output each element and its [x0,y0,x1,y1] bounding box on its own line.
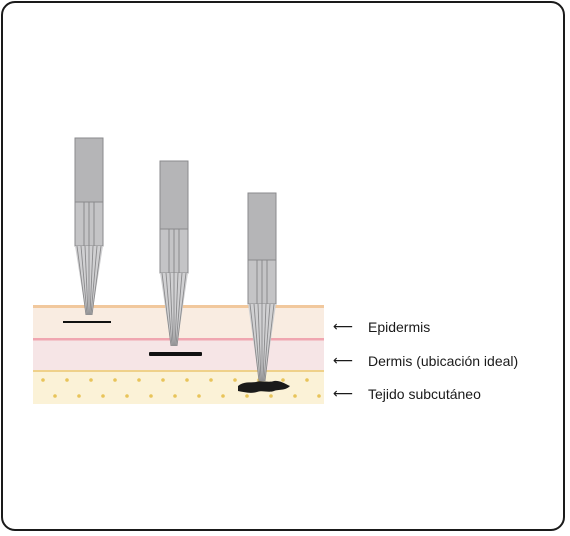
fat-dot [137,378,141,382]
needle-point [84,245,89,316]
needle-point [80,245,88,316]
fat-dot [221,394,225,398]
arrow-left-icon: ⟵ [333,386,354,402]
ink-blowout [238,380,290,393]
arrow-left-icon: ⟵ [333,353,354,369]
epidermis-label: Epidermis [368,319,431,335]
needle-point [174,272,179,347]
fat-dot [269,394,273,398]
fat-dot [113,378,117,382]
fat-dot [293,394,297,398]
needle-point [89,245,94,316]
ink-too-shallow [63,321,111,323]
needle-point [165,272,173,347]
fat-dot [305,378,309,382]
needle-point [161,272,172,347]
needles [74,137,277,382]
subcutaneous-top-line [33,370,324,373]
fat-dot [125,394,129,398]
needle-barrel [74,137,104,203]
fat-dot [89,378,93,382]
fat-dot [149,394,153,398]
fat-dots [41,378,321,398]
needle-point [262,303,267,382]
needle-point [76,245,87,316]
needle-barrel [247,192,277,261]
needle-cartridge [159,160,189,347]
fat-dot [209,378,213,382]
needle-cartridge [247,192,277,382]
fat-dot [161,378,165,382]
fat-dot [53,394,57,398]
arrow-left-icon: ⟵ [333,319,354,335]
fat-dot [101,394,105,398]
needle-point [175,272,183,347]
needle-barrel [159,160,189,230]
fat-dot [233,378,237,382]
needle-cartridge [74,137,104,316]
needle-point [169,272,174,347]
ink-ideal [149,352,202,356]
needle-point [249,303,260,382]
fat-dot [281,378,285,382]
needle-point [263,303,271,382]
dermis-label: Dermis (ubicación ideal) [368,353,519,369]
needle-point [257,303,262,382]
fat-dot [245,394,249,398]
fat-dot [41,378,45,382]
fat-dot [65,378,69,382]
fat-dot [173,394,177,398]
subcutaneous-label: Tejido subcutáneo [368,386,481,402]
fat-dot [317,394,321,398]
fat-dot [185,378,189,382]
fat-dot [77,394,81,398]
needle-point [253,303,261,382]
needle-point [264,303,275,382]
needle-point [91,245,102,316]
fat-dot [197,394,201,398]
needle-point [176,272,187,347]
dermis-line [33,338,324,341]
needle-point [90,245,98,316]
